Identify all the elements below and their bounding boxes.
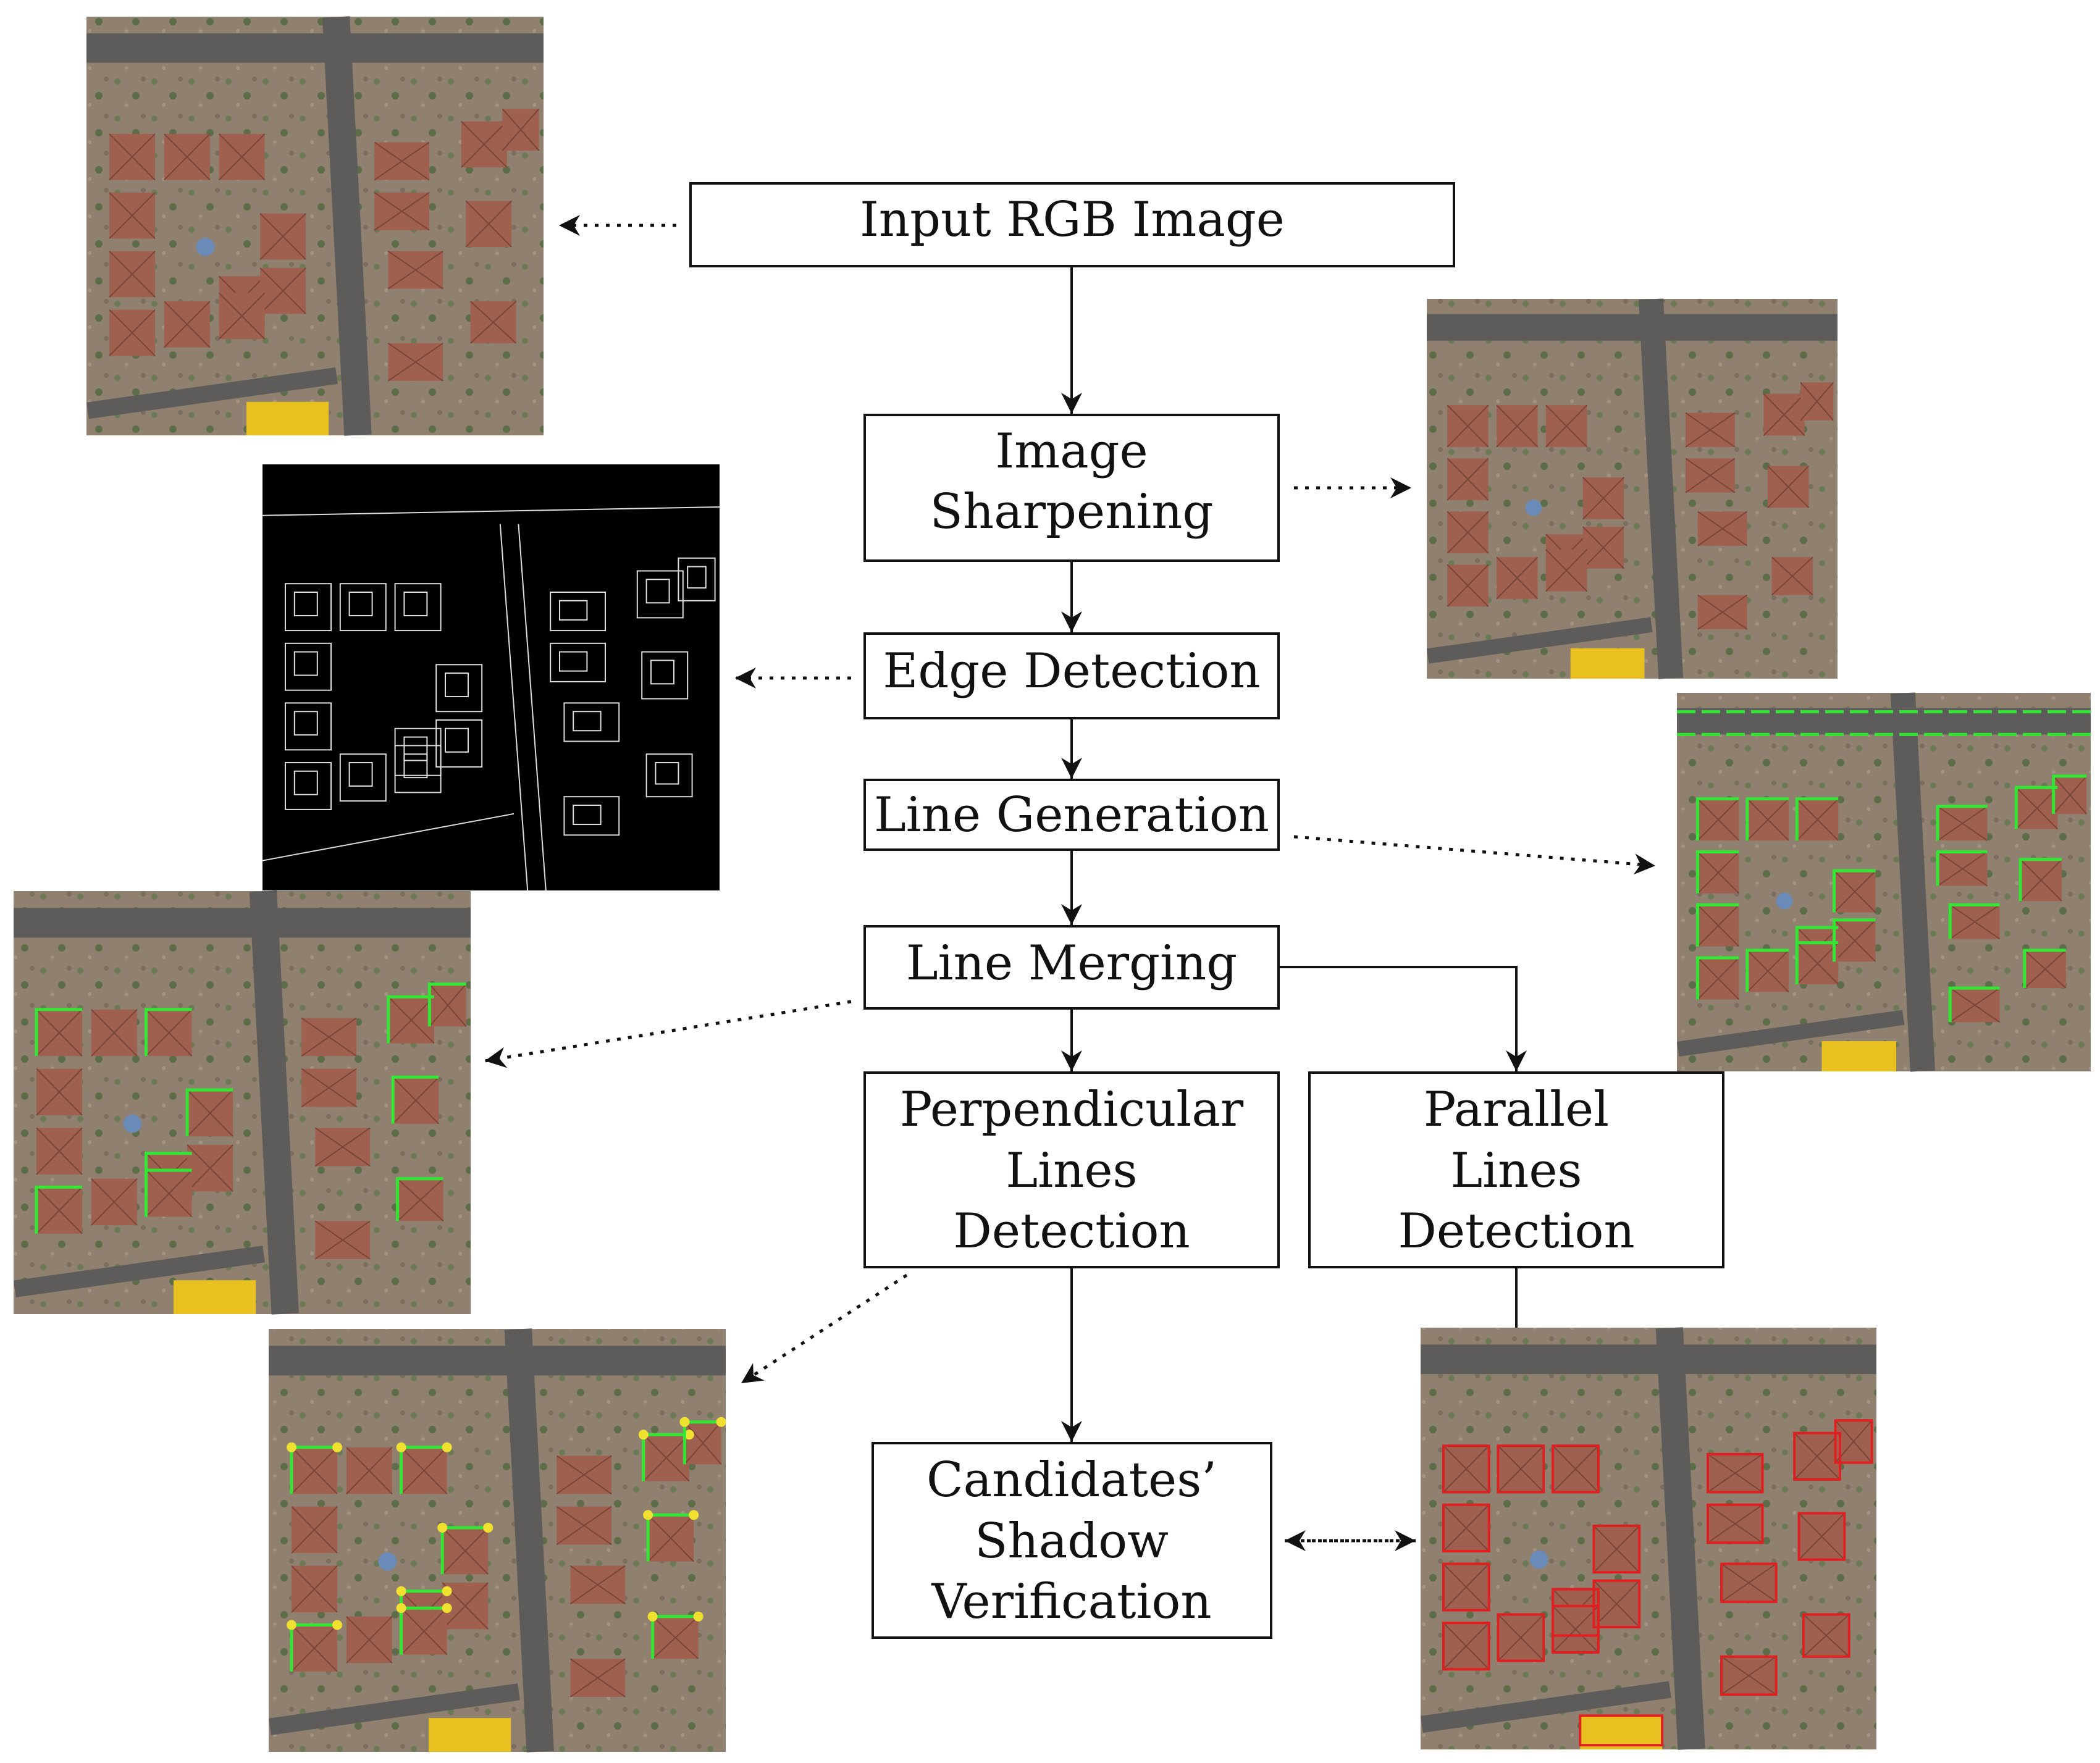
step-linegen-box: Line Generation xyxy=(863,779,1280,851)
step-input-label: Input RGB Image xyxy=(860,192,1285,248)
step-linemerge-label: Line Merging xyxy=(906,936,1237,991)
sharpened-aerial-image xyxy=(1427,298,1838,679)
step-perpendicular-label-line1: Perpendicular xyxy=(900,1082,1244,1137)
step-parallel-label-line2: Lines xyxy=(1450,1143,1582,1199)
edge-map-image xyxy=(262,464,720,891)
step-parallel-label-line3: Detection xyxy=(1398,1204,1634,1259)
generated-lines-image xyxy=(1677,692,2091,1072)
step-sharpen-label-line1: Image xyxy=(995,424,1148,479)
step-shadow-label-line1: Candidates’ xyxy=(926,1452,1217,1508)
arrow-linemerge-to-parallel xyxy=(1279,966,1527,1071)
step-linemerge-box: Line Merging xyxy=(863,925,1280,1010)
step-edge-label: Edge Detection xyxy=(883,643,1260,699)
step-parallel-box: Parallel Lines Detection xyxy=(1308,1071,1724,1268)
step-shadow-label-line2: Shadow xyxy=(975,1514,1169,1569)
images-layer xyxy=(14,16,2091,1753)
step-shadow-box: Candidates’ Shadow Verification xyxy=(872,1442,1272,1639)
step-perpendicular-label-line3: Detection xyxy=(953,1204,1190,1259)
step-perpendicular-box: Perpendicular Lines Detection xyxy=(863,1071,1280,1268)
step-parallel-label-line1: Parallel xyxy=(1424,1082,1609,1137)
step-sharpen-label-line2: Sharpening xyxy=(930,484,1214,540)
step-input-box: Input RGB Image xyxy=(689,182,1455,267)
dotted-arrow-to-perpendicular-image xyxy=(740,1273,908,1385)
merged-lines-image xyxy=(14,890,471,1315)
step-perpendicular-label-line2: Lines xyxy=(1006,1143,1137,1199)
flow-arrows xyxy=(1061,266,1527,1442)
step-shadow-label-line3: Verification xyxy=(931,1574,1211,1630)
dotted-arrow-to-lines-image xyxy=(1293,835,1656,875)
dotted-arrows xyxy=(484,215,1656,1385)
step-linegen-label: Line Generation xyxy=(874,787,1269,843)
step-sharpen-box: Image Sharpening xyxy=(863,414,1280,562)
dotted-arrow-to-merged-image xyxy=(484,1000,852,1068)
input-aerial-image xyxy=(86,16,544,436)
candidate-buildings-image xyxy=(1421,1327,1876,1750)
perpendicular-lines-image xyxy=(269,1328,726,1753)
step-edge-box: Edge Detection xyxy=(863,632,1280,719)
